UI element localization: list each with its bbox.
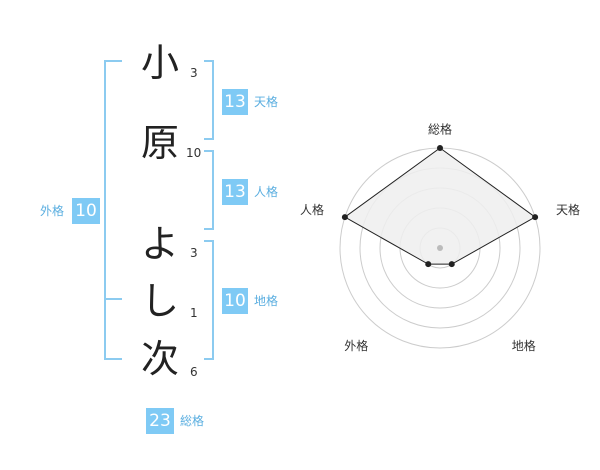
gaikaku-label: 外格 [40, 204, 65, 218]
radar-center-dot [437, 245, 443, 251]
radar-axis-label-1: 総格 [428, 122, 452, 137]
tenkaku-value-badge: 13 [222, 89, 248, 115]
chikaku-value-badge: 10 [222, 288, 248, 314]
name-char-5: 次 [140, 337, 179, 381]
radar-axis-label-3: 地格 [512, 338, 536, 353]
name-char-4: し [140, 279, 179, 323]
soukaku-label: 総格 [180, 414, 205, 428]
chikaku-label: 地格 [254, 294, 279, 308]
radar-point-4 [425, 261, 432, 268]
radar-axis-label-5: 人格 [300, 202, 324, 217]
radar-data-area [343, 147, 537, 265]
stroke-count-4: 1 [190, 306, 198, 320]
radar-axis-label-2: 天格 [556, 202, 580, 217]
stroke-count-2: 10 [186, 146, 202, 160]
radar-point-3 [448, 261, 455, 268]
tenkaku-label: 天格 [254, 95, 279, 109]
stroke-count-1: 3 [190, 66, 198, 80]
name-char-2: 原 [140, 121, 179, 165]
stroke-count-5: 6 [190, 365, 198, 379]
stroke-count-3: 3 [190, 246, 198, 260]
radar-axis-label-4: 外格 [344, 338, 368, 353]
gaikaku-value-badge: 10 [72, 198, 100, 224]
jinkaku-value-badge: 13 [222, 179, 248, 205]
name-char-3: よ [140, 222, 179, 266]
soukaku-value-badge: 23 [146, 408, 174, 434]
radar-point-2 [532, 214, 539, 221]
radar-point-5 [341, 214, 348, 221]
name-char-1: 小 [140, 41, 179, 85]
jinkaku-label: 人格 [254, 185, 279, 199]
radar-point-1 [437, 145, 443, 151]
